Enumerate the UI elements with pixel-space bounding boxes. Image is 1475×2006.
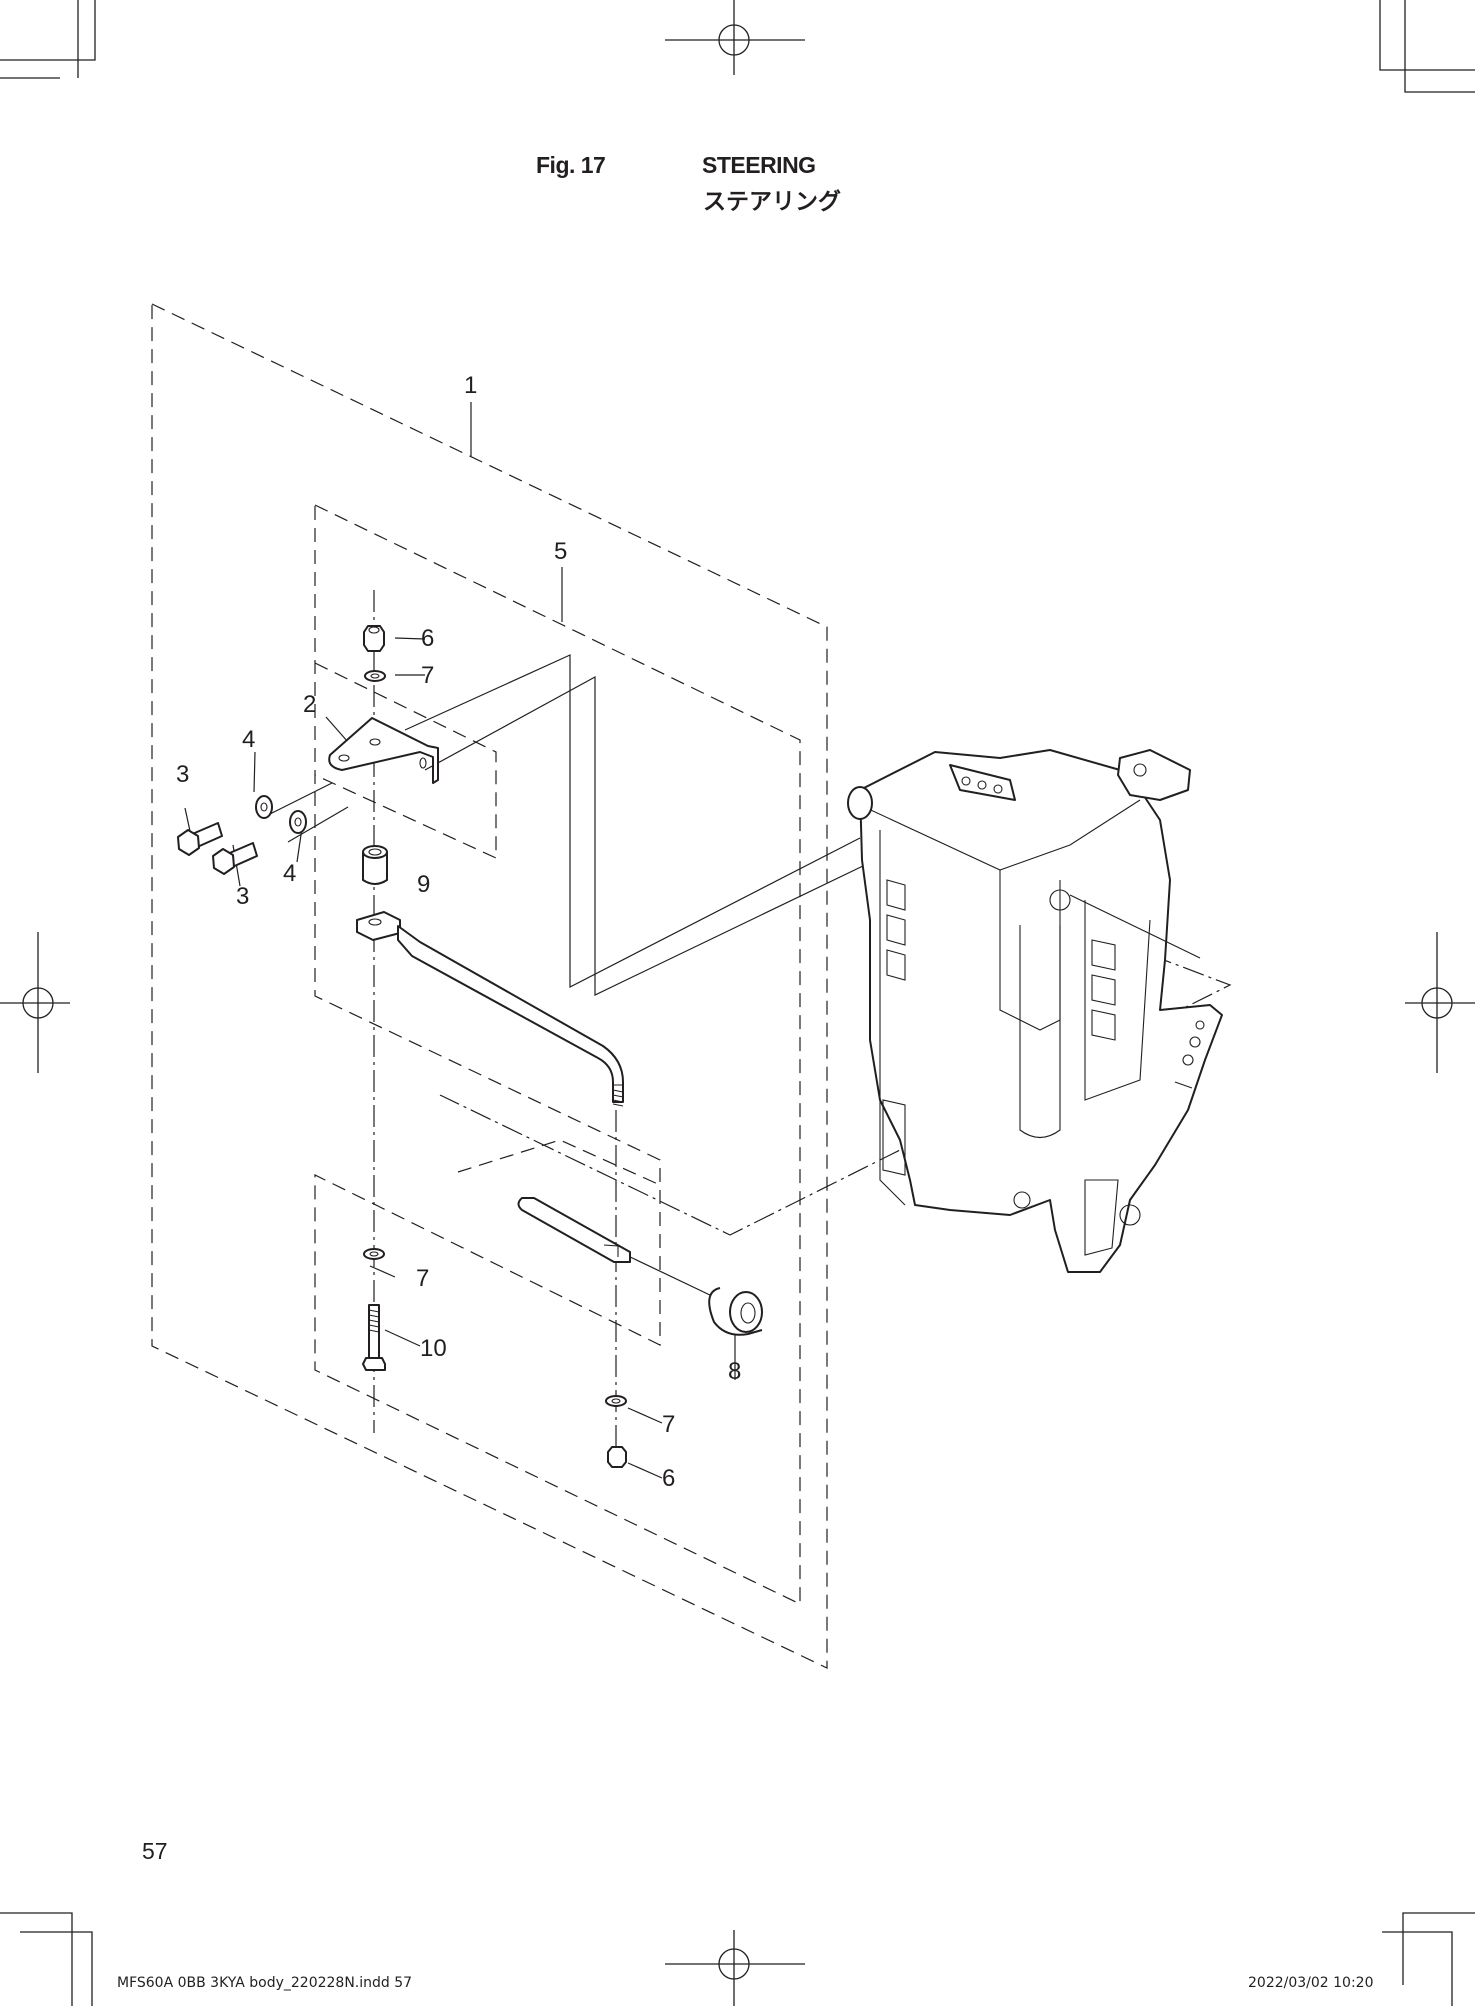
callout-8: 8 [728,1358,742,1385]
nut-6-top [363,625,385,652]
callout-1: 1 [464,372,478,399]
callout-6-bottom: 6 [662,1465,676,1492]
figure-title-japanese: ステアリング [703,189,841,215]
registration-target-bottom [665,1930,805,2006]
callout-4-lower: 4 [283,860,297,887]
callout-3-upper: 3 [176,761,190,788]
figure-title: STEERING [702,152,816,178]
callout-6-top: 6 [421,625,435,652]
group-5-boundary [314,504,801,1605]
bolt-10 [362,1304,386,1371]
group-1-boundary [151,303,828,1669]
callout-3-lower: 3 [236,883,250,910]
bracket-2 [328,717,439,784]
print-slug-filename: MFS60A 0BB 3KYA body_220228N.indd 57 [117,1975,413,1991]
pin [517,1197,631,1263]
figure-number: Fig. 17 [536,152,606,178]
callout-7-right: 7 [662,1411,676,1438]
registration-target-left [0,932,70,1073]
callout-7-top: 7 [421,662,435,689]
registration-target-top [665,0,805,75]
callout-4-upper: 4 [242,726,256,753]
registration-target-right [1405,932,1475,1073]
page-number: 57 [142,1838,168,1864]
collar-9 [362,845,388,885]
callout-10: 10 [420,1335,447,1362]
print-slug-timestamp: 2022/03/02 10:20 [1248,1975,1374,1991]
callout-5: 5 [554,538,568,565]
swivel-bracket-assembly [847,749,1223,1273]
bolt-3-b [212,842,258,875]
bolt-3-a [177,822,223,856]
cap-8 [708,1287,763,1336]
callout-7-left: 7 [416,1265,430,1292]
callout-9: 9 [417,871,431,898]
steering-link-rod [356,911,624,1107]
callout-2: 2 [303,691,317,718]
